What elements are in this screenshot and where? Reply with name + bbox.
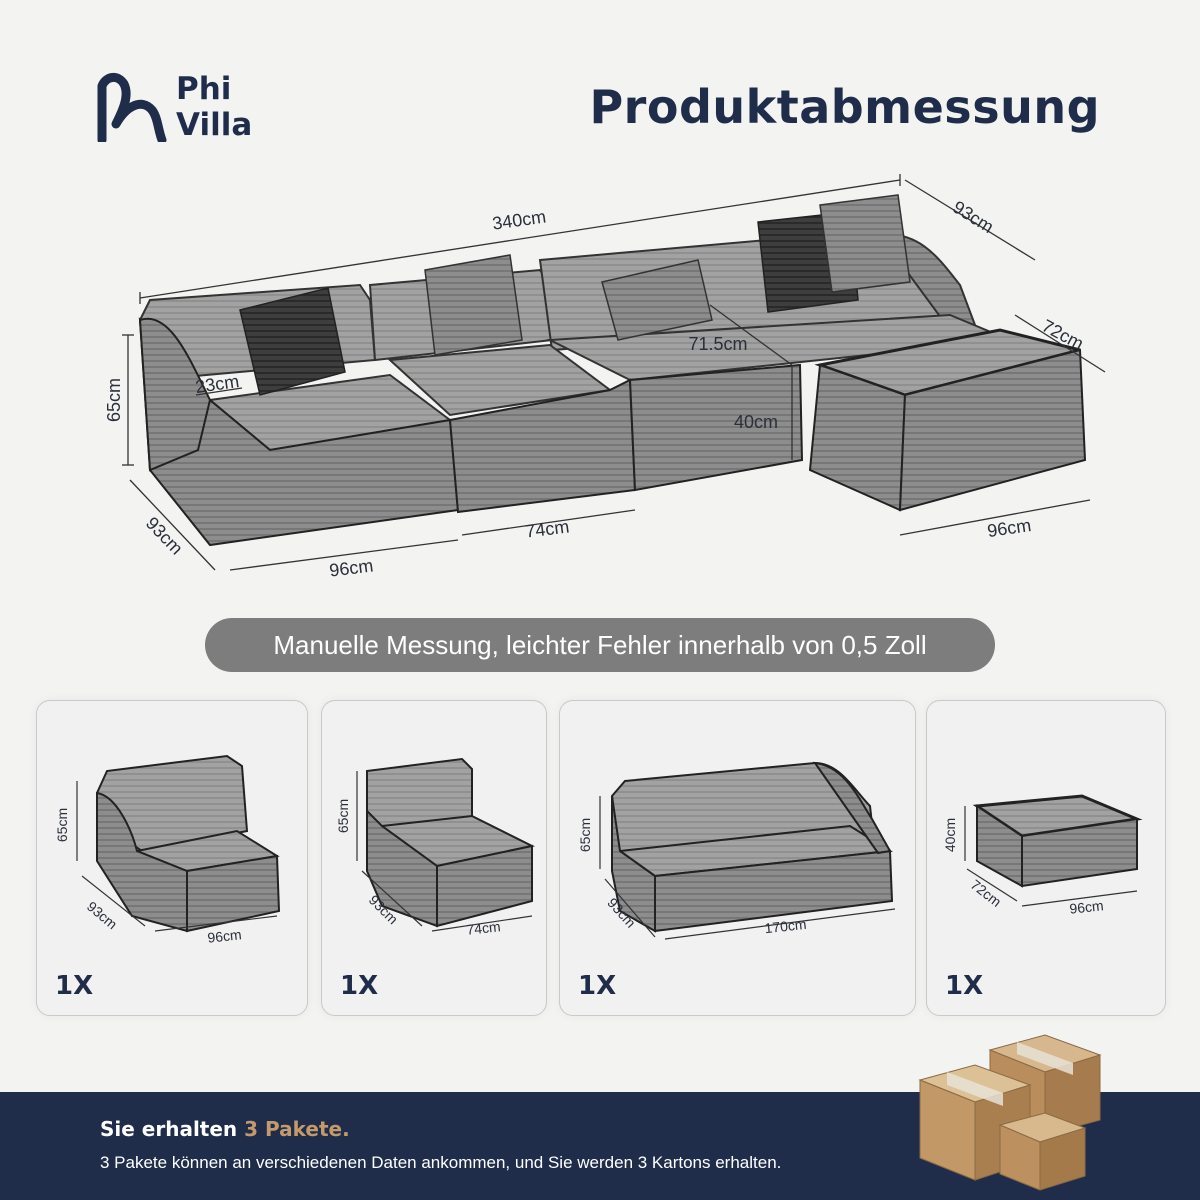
card4-width: 96cm	[1069, 897, 1105, 916]
card4-height: 40cm	[942, 818, 958, 852]
brand-name-line2: Villa	[176, 107, 253, 143]
dim-depth-back: 93cm	[949, 197, 997, 237]
footer-title: Sie erhalten 3 Pakete.	[100, 1117, 350, 1141]
sofa-dimension-figure: 340cm 93cm 65cm 23cm 71.5cm 40cm 72cm 93…	[104, 174, 1106, 581]
card1-height: 65cm	[54, 808, 70, 842]
component-card-corner: 65cm 93cm 96cm 1X	[36, 700, 308, 1016]
corner-module-figure: 65cm 93cm 96cm	[54, 754, 281, 946]
component-card-ottoman: 40cm 72cm 96cm 1X	[926, 700, 1166, 1016]
dimension-lines	[122, 174, 1106, 571]
package-boxes-icon	[918, 1034, 1102, 1191]
card1-depth: 93cm	[84, 898, 121, 932]
card3-height: 65cm	[577, 818, 593, 852]
sofa-fronts	[138, 317, 804, 547]
card2-quantity: 1X	[340, 971, 379, 1001]
box-front-small	[998, 1112, 1087, 1191]
phivilla-logo-mark	[97, 73, 167, 142]
brand-logo: Phi Villa	[96, 66, 296, 146]
dim-middle-width: 74cm	[524, 516, 570, 541]
footer-title-highlight: 3 Pakete.	[244, 1117, 350, 1141]
card3-width: 170cm	[764, 916, 807, 936]
ottoman	[808, 328, 1087, 512]
middle-module-figure: 65cm 93cm 74cm	[335, 757, 536, 938]
card1-width: 96cm	[207, 926, 243, 945]
dim-height: 65cm	[104, 378, 124, 422]
card3-quantity: 1X	[578, 971, 617, 1001]
card1-quantity: 1X	[55, 971, 94, 1001]
dim-ottoman-width: 96cm	[986, 515, 1032, 541]
dim-seat-height: 40cm	[734, 412, 778, 432]
card2-width: 74cm	[466, 918, 502, 937]
pillows	[239, 194, 911, 396]
sofa-seats	[207, 313, 1011, 452]
component-card-middle: 65cm 93cm 74cm 1X	[321, 700, 547, 1016]
measurement-note: Manuelle Messung, leichter Fehler innerh…	[205, 618, 995, 672]
card4-quantity: 1X	[945, 971, 984, 1001]
dim-depth-front: 93cm	[142, 513, 187, 559]
ottoman-module-figure: 40cm 72cm 96cm	[942, 794, 1143, 917]
dim-corner-width: 96cm	[328, 555, 374, 580]
component-card-sofa: 65cm 93cm 170cm 1X	[559, 700, 916, 1016]
card2-height: 65cm	[335, 799, 351, 833]
footer-title-prefix: Sie erhalten	[100, 1117, 238, 1141]
footer-subtitle: 3 Pakete können an verschiedenen Daten a…	[100, 1153, 782, 1172]
page-title: Produktabmessung	[589, 80, 1100, 134]
dim-total-length: 340cm	[491, 206, 547, 233]
sofa-module-figure: 65cm 93cm 170cm	[577, 761, 896, 940]
dim-seat-depth: 71.5cm	[688, 334, 747, 354]
brand-name-line1: Phi	[176, 71, 232, 107]
